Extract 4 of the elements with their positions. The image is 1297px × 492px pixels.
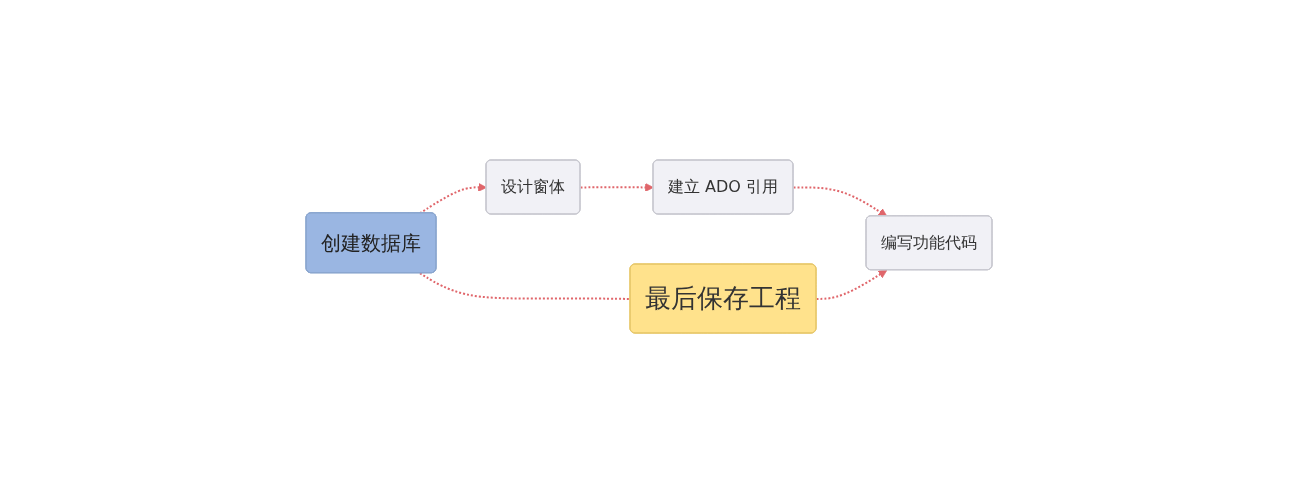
connector bbox=[418, 271, 631, 300]
arrow bbox=[579, 182, 654, 192]
arrow bbox=[792, 185, 887, 217]
arrow bbox=[815, 269, 887, 300]
